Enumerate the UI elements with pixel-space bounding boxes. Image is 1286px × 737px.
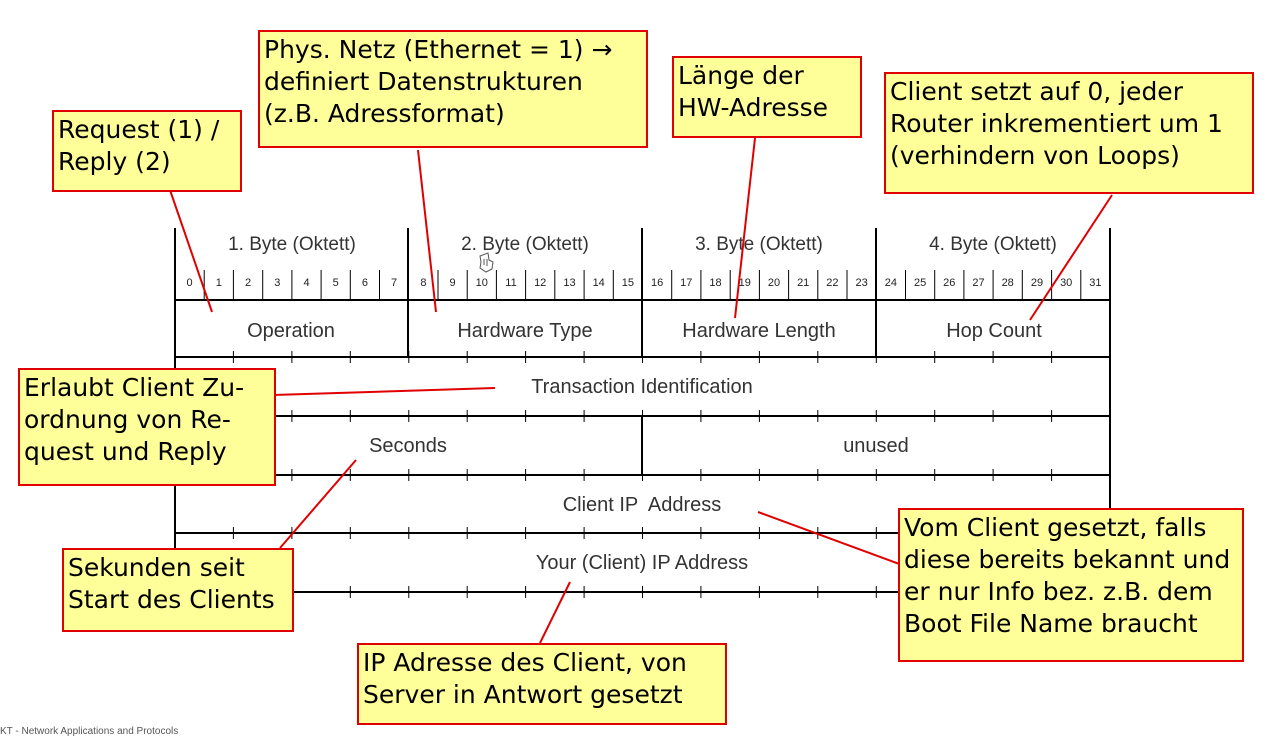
byte-label-3: 3. Byte (Oktett): [695, 234, 823, 255]
field-hardware-type: Hardware Type: [457, 320, 592, 342]
connector-phys-netz: [417, 149, 437, 313]
footer-text: KT - Network Applications and Protocols: [0, 726, 179, 737]
bit-label-26: 26: [943, 277, 955, 289]
callout-request-reply: Request (1) / Reply (2): [52, 110, 242, 192]
bit-label-2: 2: [245, 277, 251, 289]
bit-label-30: 30: [1060, 277, 1072, 289]
bit-label-8: 8: [420, 277, 426, 289]
field-seconds: Seconds: [369, 435, 447, 457]
connector-request-reply: [169, 189, 213, 313]
bit-label-21: 21: [797, 277, 809, 289]
mouse-cursor-icon: [479, 252, 494, 273]
connector-transaction: [272, 387, 496, 396]
bit-label-22: 22: [826, 277, 838, 289]
field-hardware-length: Hardware Length: [682, 320, 835, 342]
connector-seconds: [279, 459, 357, 549]
callout-phys-netz: Phys. Netz (Ethernet = 1) → definiert Da…: [258, 30, 648, 148]
bit-label-25: 25: [914, 277, 926, 289]
bit-label-15: 15: [622, 277, 634, 289]
bit-label-1: 1: [216, 277, 222, 289]
bit-label-11: 11: [505, 277, 516, 289]
bit-label-16: 16: [651, 277, 663, 289]
bit-label-3: 3: [274, 277, 280, 289]
bit-label-13: 13: [563, 277, 575, 289]
bit-label-27: 27: [972, 277, 984, 289]
bit-label-24: 24: [885, 277, 897, 289]
byte-label-4: 4. Byte (Oktett): [929, 234, 1057, 255]
field-operation: Operation: [247, 320, 335, 342]
bit-label-18: 18: [709, 277, 721, 289]
connector-client-ip: [757, 511, 903, 566]
bit-label-23: 23: [855, 277, 867, 289]
callout-hw-length: Länge der HW-Adresse: [672, 56, 862, 138]
bit-label-19: 19: [739, 277, 751, 289]
byte-label-1: 1. Byte (Oktett): [228, 234, 356, 255]
bit-label-10: 10: [476, 277, 488, 289]
callout-transaction: Erlaubt Client Zu- ordnung von Re- quest…: [18, 368, 276, 486]
connector-your-ip: [539, 581, 571, 644]
field-hop-count: Hop Count: [946, 320, 1042, 342]
byte-label-2: 2. Byte (Oktett): [461, 234, 589, 255]
field-client-ip-address: Client IP Address: [563, 494, 722, 516]
bit-label-28: 28: [1002, 277, 1014, 289]
field-your-client-ip-address: Your (Client) IP Address: [536, 552, 748, 574]
bit-label-7: 7: [391, 277, 397, 289]
bit-label-20: 20: [768, 277, 780, 289]
bit-label-0: 0: [187, 277, 193, 289]
bit-label-12: 12: [534, 277, 546, 289]
field-unused: unused: [843, 435, 909, 457]
callout-hop-count: Client setzt auf 0, jeder Router inkreme…: [884, 72, 1254, 194]
connector-hw-length: [734, 137, 756, 319]
bit-label-4: 4: [303, 277, 309, 289]
bit-label-14: 14: [593, 277, 605, 289]
bit-label-29: 29: [1031, 277, 1043, 289]
bit-dividers: [203, 270, 1082, 300]
bit-label-31: 31: [1089, 277, 1101, 289]
callout-your-ip: IP Adresse des Client, von Server in Ant…: [357, 643, 727, 725]
bit-label-9: 9: [450, 277, 456, 289]
bit-label-17: 17: [680, 277, 692, 289]
bit-label-6: 6: [362, 277, 368, 289]
field-transaction-identification: Transaction Identification: [531, 376, 753, 398]
callout-client-ip: Vom Client gesetzt, falls diese bereits …: [898, 508, 1244, 662]
callout-seconds: Sekunden seit Start des Clients: [62, 548, 294, 632]
connector-hop-count: [1029, 194, 1113, 321]
bit-label-5: 5: [333, 277, 339, 289]
